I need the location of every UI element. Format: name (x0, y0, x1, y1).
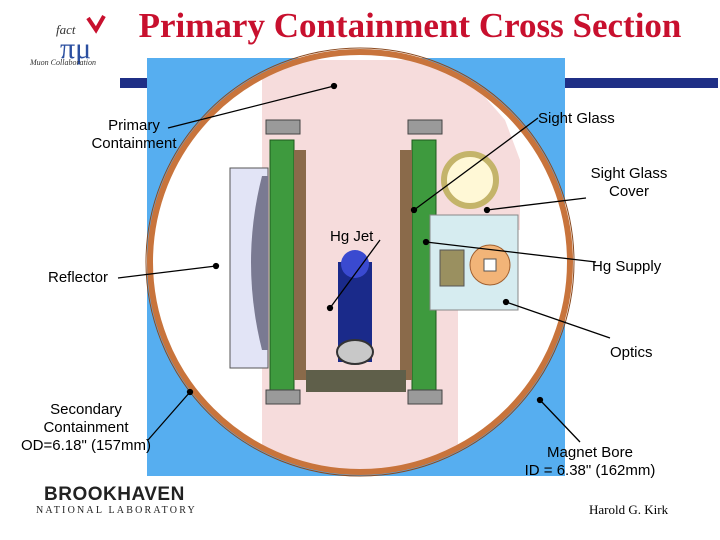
logo-glyph-text: πμ (60, 32, 91, 65)
label-hg-supply: Hg Supply (592, 258, 662, 275)
leader-optics (505, 301, 611, 339)
hg-jet-nozzle (336, 339, 374, 365)
label-primary-containment-line2: Containment (91, 135, 177, 152)
leader-hg-jet (329, 239, 381, 309)
leader-optics-dot (502, 298, 510, 306)
leader-primary-containment (167, 85, 335, 129)
label-primary-containment: Primary Containment (84, 117, 184, 153)
label-secondary-containment-line1: Secondary (50, 401, 122, 418)
logo-caption: Muon Collaboration (30, 58, 97, 67)
leader-hg-supply (425, 241, 597, 263)
leader-hg-supply-dot (422, 238, 430, 246)
leader-lines (117, 82, 611, 443)
leader-hg-jet-dot (326, 304, 334, 312)
label-hg-jet: Hg Jet (330, 228, 374, 245)
logo-nu-mark (86, 15, 106, 34)
leader-magnet-bore (539, 399, 581, 443)
left-flange (269, 139, 295, 391)
label-sight-glass: Sight Glass (538, 110, 615, 127)
bolt-bottom-left (265, 389, 301, 405)
label-magnet-bore-line2: ID = 6.38" (162mm) (524, 462, 656, 479)
label-magnet-bore-line1: Magnet Bore (547, 444, 633, 461)
hg-supply-inlet (483, 258, 497, 272)
logo-fact-text: fact (56, 22, 76, 37)
sight-glass-cover (441, 151, 499, 209)
leader-sight-glass-cover-dot (483, 206, 491, 214)
hg-supply-fitting (439, 249, 465, 287)
leader-sight-glass (413, 117, 539, 211)
brookhaven-logo-text: BROOKHAVEN (44, 484, 185, 505)
secondary-containment-ring (147, 49, 573, 475)
right-window-ring (400, 150, 412, 380)
label-sight-glass-cover-line2: Cover (608, 183, 649, 200)
label-magnet-bore: Magnet Bore ID = 6.38" (162mm) (518, 444, 662, 480)
secondary-containment-outline (145, 47, 575, 477)
muon-collaboration-logo: fact πμ (26, 12, 118, 70)
national-laboratory-text: NATIONAL LABORATORY (36, 505, 197, 516)
lower-baffle (306, 370, 406, 392)
label-optics: Optics (610, 344, 653, 361)
leader-primary-containment-dot (330, 82, 338, 90)
label-reflector: Reflector (48, 269, 109, 286)
leader-sight-glass-dot (410, 206, 418, 214)
author-name: Harold G. Kirk (589, 502, 669, 517)
bolt-top-left (265, 119, 301, 135)
reflector-lens (251, 176, 268, 350)
bolt-bottom-right (407, 389, 443, 405)
leader-secondary-containment-dot (186, 388, 194, 396)
hg-jet-head (341, 250, 369, 278)
label-secondary-containment-line2: Containment (43, 419, 129, 436)
label-sight-glass-cover: Sight Glass Cover (584, 165, 674, 201)
leader-secondary-containment (147, 391, 191, 441)
label-secondary-containment-line3: OD=6.18" (157mm) (21, 437, 151, 454)
label-sight-glass-cover-line1: Sight Glass (590, 165, 668, 182)
bolt-top-right (407, 119, 443, 135)
leader-reflector-dot (212, 262, 220, 270)
label-primary-containment-line1: Primary (108, 117, 160, 134)
leader-reflector (117, 265, 217, 279)
left-window-ring (294, 150, 306, 380)
label-secondary-containment: Secondary Containment OD=6.18" (157mm) (16, 401, 156, 455)
leader-magnet-bore-dot (536, 396, 544, 404)
page-title: Primary Containment Cross Section (138, 6, 682, 45)
leader-sight-glass-cover (486, 197, 587, 211)
